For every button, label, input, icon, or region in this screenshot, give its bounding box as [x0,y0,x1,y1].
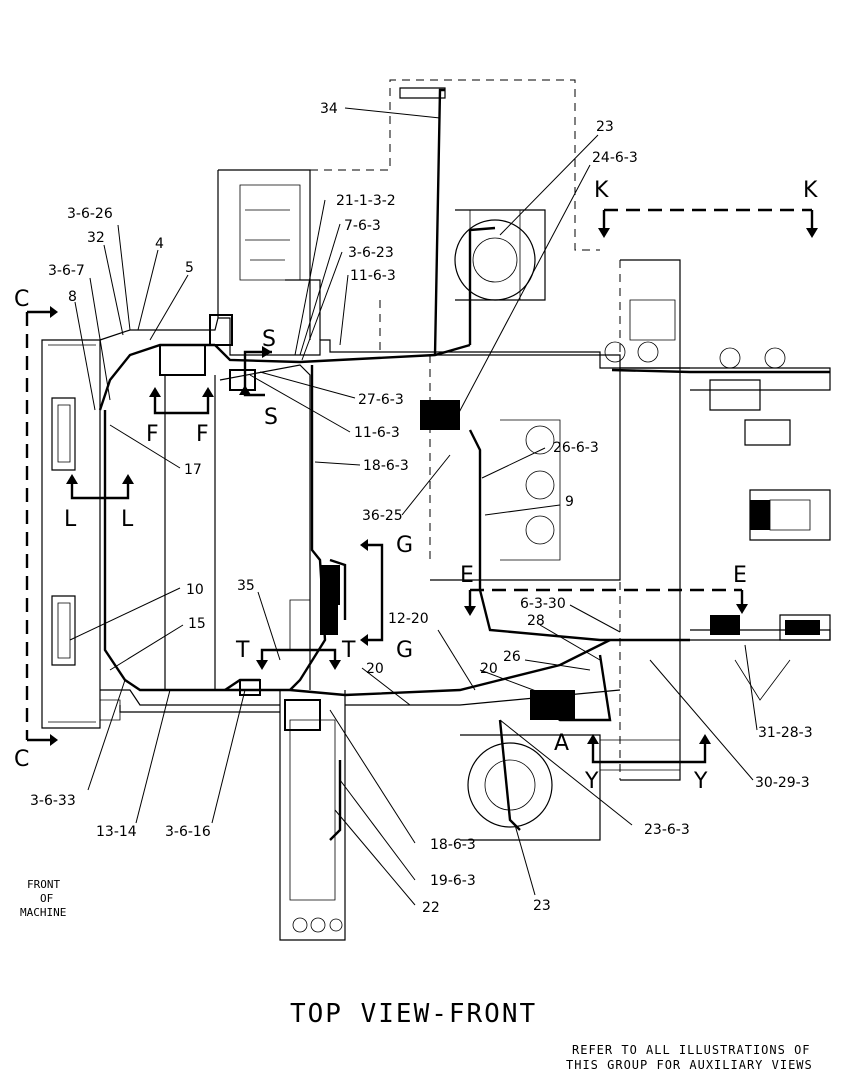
callout-23-bottom: 23 [533,898,551,914]
view-l-right: L [121,507,134,532]
callout-18-6-3-low: 18-6-3 [430,837,476,853]
leader-lines [69,107,758,906]
callout-30-29-3: 30-29-3 [755,775,810,791]
callout-26: 26 [503,649,521,665]
callout-5: 5 [185,260,194,276]
callout-19-6-3: 19-6-3 [430,873,476,889]
callout-4: 4 [155,236,164,252]
view-t-right: T [341,638,356,663]
callout-35: 35 [237,578,255,594]
callout-24-6-3: 24-6-3 [592,150,638,166]
view-f-right: F [196,422,209,447]
view-c-top: C [14,287,29,312]
callout-26-6-3: 26-6-3 [553,440,599,456]
callout-21-1-3-2: 21-1-3-2 [336,193,396,209]
callout-34: 34 [320,101,338,117]
callout-6-3-30: 6-3-30 [520,596,566,612]
callout-17: 17 [184,462,202,478]
callout-3-6-33: 3-6-33 [30,793,76,809]
callout-20-a: 20 [366,661,384,677]
callout-13-14: 13-14 [96,824,137,840]
view-e-right: E [733,563,747,588]
callout-9: 9 [565,494,574,510]
harness-wires [98,87,830,841]
callout-3-6-23: 3-6-23 [348,245,394,261]
callout-31-28-3: 31-28-3 [758,725,813,741]
view-f-left: F [146,422,159,447]
view-markers [25,208,818,764]
view-c-bottom: C [14,747,29,772]
title-block: FRONT OF MACHINE TOP VIEW-FRONT REFER TO… [20,878,813,1072]
view-k-left: K [594,178,609,203]
note-line-1: REFER TO ALL ILLUSTRATIONS OF [572,1043,811,1057]
callout-8: 8 [68,289,77,305]
callout-15: 15 [188,616,206,632]
view-y-right: Y [693,769,708,794]
front-label-1: FRONT [27,878,60,891]
front-label-2: OF [40,892,53,905]
callout-28: 28 [527,613,545,629]
machine-outline [41,79,831,941]
view-s-top: S [262,327,276,352]
callout-32: 32 [87,230,105,246]
callout-23-top: 23 [596,119,614,135]
view-y-left: Y [584,769,599,794]
note-line-2: THIS GROUP FOR AUXILIARY VIEWS [566,1058,813,1072]
callout-12-20: 12-20 [388,611,429,627]
view-t-left: T [235,638,250,663]
page-title: TOP VIEW-FRONT [290,999,537,1029]
callout-18-6-3-mid: 18-6-3 [363,458,409,474]
view-e-left: E [460,563,474,588]
callout-7-6-3: 7-6-3 [344,218,381,234]
view-s-bottom: S [264,405,278,430]
callout-10: 10 [186,582,204,598]
callout-3-6-26: 3-6-26 [67,206,113,222]
callout-36-25: 36-25 [362,508,403,524]
view-k-right: K [803,178,818,203]
view-g-top: G [396,533,413,558]
callout-3-6-7: 3-6-7 [48,263,85,279]
view-a: A [554,731,569,756]
callout-3-6-16: 3-6-16 [165,824,211,840]
view-letters: C C F F L L S S G G T T E E K K A Y Y [14,178,818,794]
view-g-bottom: G [396,638,413,663]
callout-22: 22 [422,900,440,916]
callout-27-6-3: 27-6-3 [358,392,404,408]
callout-20-b: 20 [480,661,498,677]
callout-11-6-3: 11-6-3 [354,425,400,441]
callout-11-6-3-top: 11-6-3 [350,268,396,284]
callout-labels: 34 23 24-6-3 3-6-26 32 4 5 3-6-7 8 21-1-… [30,101,813,916]
view-l-left: L [64,507,77,532]
front-label-3: MACHINE [20,906,66,919]
callout-23-6-3: 23-6-3 [644,822,690,838]
